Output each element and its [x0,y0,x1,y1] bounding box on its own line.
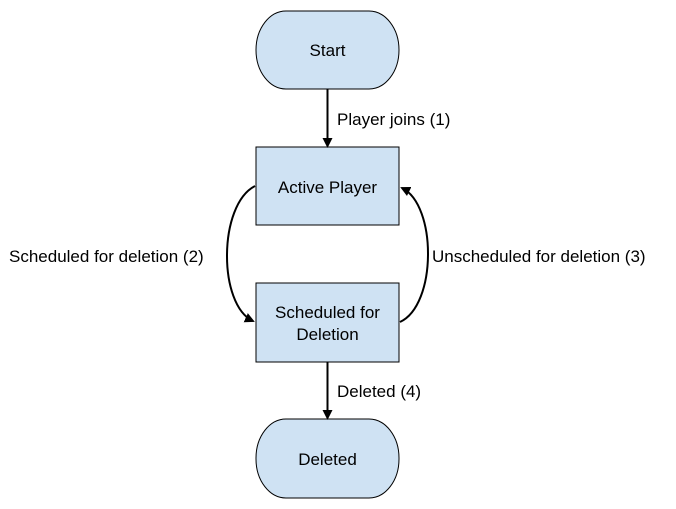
edge-deleted-label: Deleted (4) [337,382,421,401]
edge-player-joins-label: Player joins (1) [337,110,450,129]
start-node-label: Start [310,41,346,60]
scheduled-for-deletion-node: Scheduled for Deletion [255,282,400,363]
edge-unscheduled-arrow [399,187,429,323]
scheduled-for-deletion-node-shape [255,282,400,363]
deleted-node: Deleted [255,418,400,499]
edge-player-joins: Player joins (1) [322,89,450,148]
edge-unscheduled-label: Unscheduled for deletion (3) [432,247,646,266]
start-node: Start [255,10,400,90]
deleted-node-label: Deleted [298,450,357,469]
active-player-node-label: Active Player [278,178,378,197]
scheduled-for-deletion-label-line1: Scheduled for [275,303,380,322]
edge-scheduled: Scheduled for deletion (2) [9,185,256,323]
edge-scheduled-label: Scheduled for deletion (2) [9,247,204,266]
active-player-node-shape [255,146,400,226]
scheduled-for-deletion-label-line2: Deletion [296,325,358,344]
edge-unscheduled: Unscheduled for deletion (3) [399,187,646,323]
edge-deleted: Deleted (4) [322,362,421,420]
active-player-node: Active Player [255,146,400,226]
edge-scheduled-arrow [226,185,256,323]
